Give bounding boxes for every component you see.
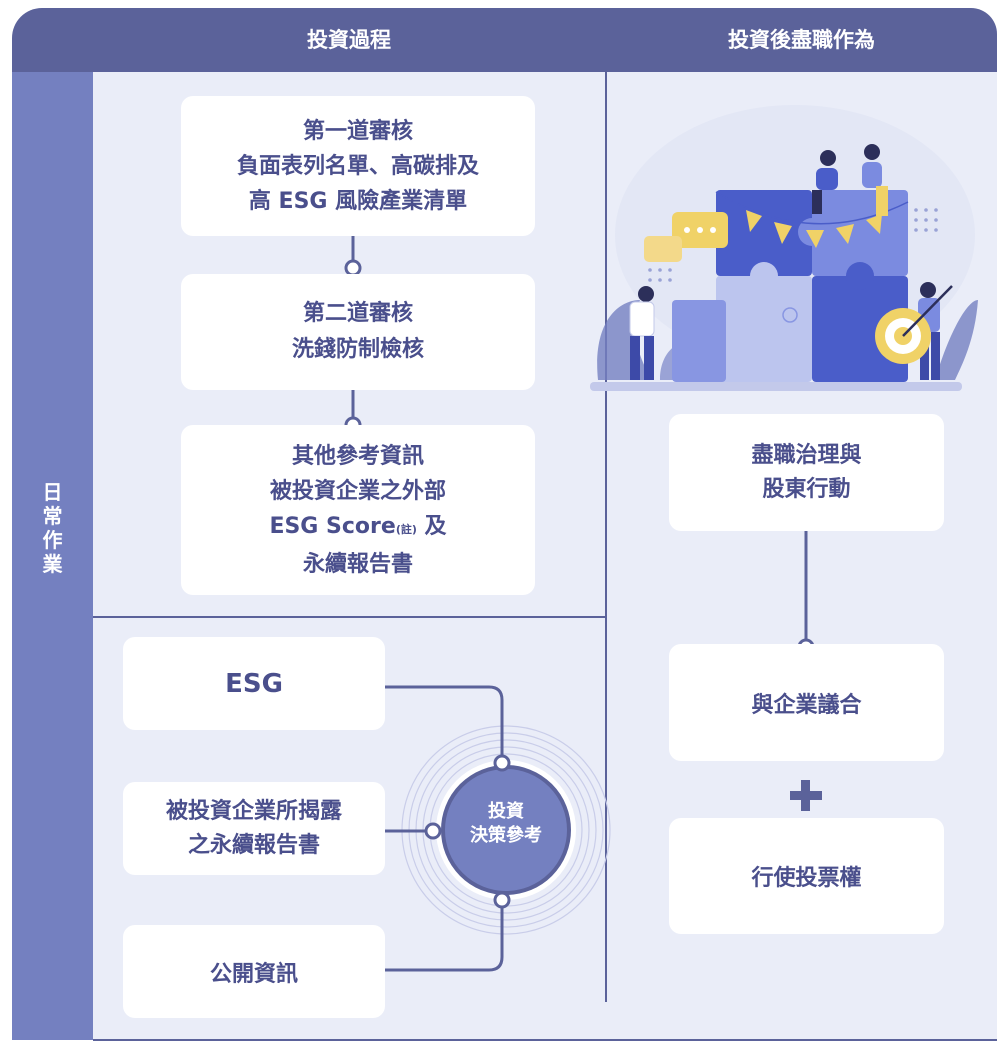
card-line: 盡職治理與 (751, 442, 862, 468)
card-line: 被投資企業之外部 (269, 478, 446, 504)
plus-sign (801, 780, 810, 811)
sidebar-label-char: 常 (42, 504, 63, 528)
public-connector (384, 906, 504, 972)
decision-label-line: 投資 (488, 801, 524, 822)
stewardship-card: 盡職治理與 股東行動 (669, 414, 944, 531)
header-title-process: 投資過程 (307, 28, 391, 52)
sidebar-label-char: 業 (42, 552, 63, 576)
sidebar-label-char: 作 (42, 528, 63, 552)
card-line: ESG Score(註) 及 (269, 509, 446, 547)
header-bar (12, 8, 997, 72)
card-line: 被投資企業所揭露 (165, 798, 342, 824)
puzzle-illustration (590, 105, 978, 391)
card-line: 第一道審核 (302, 118, 413, 144)
card-line: 公開資訊 (209, 961, 298, 987)
sidebar-label: 日 常 作 業 (12, 480, 93, 576)
footnote-marker: (註) (395, 522, 417, 536)
esg-score-text: ESG Score (269, 513, 396, 539)
card-line-tail: 及 (416, 513, 447, 539)
card-line: 行使投票權 (751, 866, 862, 891)
decision-circle-label: 投資 決策參考 (446, 800, 566, 848)
decision-label-line: 決策參考 (470, 825, 542, 846)
card-line: 之永續報告書 (187, 832, 320, 858)
card-line: 負面表列名單、高碳排及 (236, 153, 479, 179)
input-card-sustainability-report: 被投資企業所揭露 之永續報告書 (123, 782, 385, 875)
esg-connector (384, 685, 504, 757)
input-card-esg: ESG (123, 637, 385, 730)
card-line: ESG (225, 668, 283, 699)
card-line: 高 ESG 風險產業清單 (248, 188, 468, 214)
card-line: 洗錢防制檢核 (291, 337, 424, 362)
engagement-card: 與企業議合 (669, 644, 944, 761)
voting-card: 行使投票權 (669, 818, 944, 934)
header-title-post-investment: 投資後盡職作為 (728, 28, 875, 52)
public-connector-node (493, 891, 511, 909)
input-card-public-info: 公開資訊 (123, 925, 385, 1018)
report-connector-node (424, 822, 442, 840)
card-line: 與企業議合 (751, 692, 862, 718)
review-card-first: 第一道審核 負面表列名單、高碳排及 高 ESG 風險產業清單 (181, 96, 535, 236)
review-card-second: 第二道審核 洗錢防制檢核 (181, 274, 535, 390)
process-connector-node (344, 259, 362, 277)
card-line: 其他參考資訊 (291, 443, 424, 469)
review-card-other-info: 其他參考資訊 被投資企業之外部 ESG Score(註) 及 永續報告書 (181, 425, 535, 595)
sidebar-label-char: 日 (42, 480, 63, 504)
sidebar (12, 72, 93, 1040)
card-line: 永續報告書 (302, 551, 413, 577)
card-line: 第二道審核 (302, 301, 413, 326)
esg-connector-node (493, 754, 511, 772)
card-line: 股東行動 (762, 476, 851, 502)
